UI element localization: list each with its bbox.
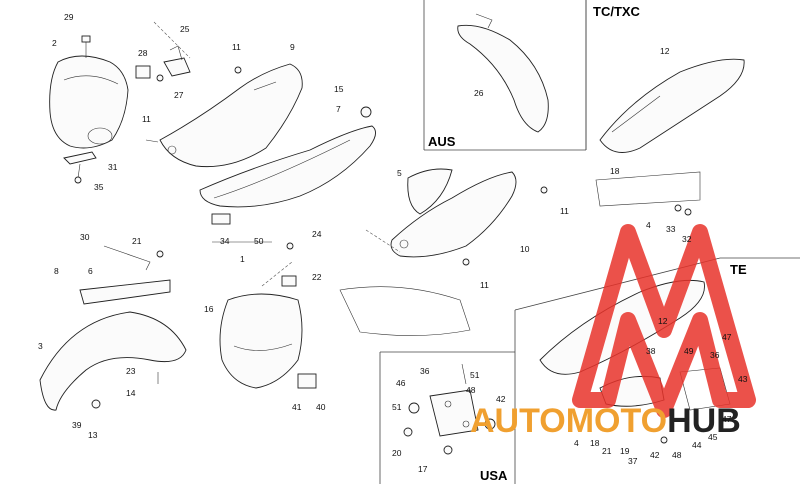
section-label-usa: USA	[480, 468, 508, 483]
callout-19: 19	[620, 446, 630, 456]
callout-7: 7	[336, 104, 341, 114]
callout-28: 28	[138, 48, 148, 58]
callout-45: 45	[708, 432, 718, 442]
callout-48: 48	[672, 450, 682, 460]
callout-2: 2	[52, 38, 57, 48]
callout-22: 22	[312, 272, 322, 282]
callout-42: 42	[650, 450, 660, 460]
callout-12: 12	[658, 316, 668, 326]
callout-14: 14	[126, 388, 136, 398]
callout-16: 16	[204, 304, 214, 314]
callout-21: 21	[132, 236, 142, 246]
callout-18: 18	[610, 166, 620, 176]
callout-11: 11	[480, 280, 489, 290]
watermark-text: AUTOMOTOHUB	[470, 402, 741, 440]
bracket-parts	[135, 21, 191, 82]
callout-8: 8	[54, 266, 59, 276]
side-panel-part	[145, 63, 303, 168]
callout-33: 33	[666, 224, 676, 234]
watermark-moto: MOTO	[566, 402, 667, 440]
callout-13: 13	[88, 430, 98, 440]
callout-29: 29	[64, 12, 74, 22]
section-frames	[379, 0, 800, 484]
callout-23: 23	[126, 366, 136, 376]
callout-15: 15	[334, 84, 344, 94]
callout-10: 10	[520, 244, 530, 254]
callout-11: 11	[560, 206, 569, 216]
callout-18: 18	[590, 438, 600, 448]
callout-42: 42	[496, 394, 506, 404]
callout-17: 17	[418, 464, 428, 474]
callout-35: 35	[94, 182, 104, 192]
callout-27: 27	[174, 90, 184, 100]
callout-12: 12	[660, 46, 670, 56]
callout-11: 11	[232, 42, 241, 52]
watermark-auto: AUTO	[470, 402, 566, 440]
front-fender-part	[39, 245, 187, 411]
callout-21: 21	[602, 446, 612, 456]
callout-9: 9	[290, 42, 295, 52]
section-label-aus: AUS	[428, 134, 456, 149]
section-label-te: TE	[730, 262, 747, 277]
callout-4: 4	[646, 220, 651, 230]
callout-39: 39	[72, 420, 82, 430]
callout-6: 6	[88, 266, 93, 276]
callout-48: 48	[466, 385, 476, 395]
front-number-plate-part	[219, 242, 317, 389]
callout-25: 25	[180, 24, 190, 34]
callout-1: 1	[240, 254, 245, 264]
callout-37: 37	[628, 456, 638, 466]
callout-46: 46	[396, 378, 406, 388]
callout-51: 51	[470, 370, 480, 380]
callout-24: 24	[312, 229, 322, 239]
tcxc-rear-fender-part	[595, 58, 745, 216]
callout-30: 30	[80, 232, 90, 242]
callout-34: 34	[220, 236, 230, 246]
callout-41: 41	[292, 402, 302, 412]
callout-38: 38	[646, 346, 656, 356]
headlight-mask-part	[49, 35, 129, 184]
callout-47: 47	[722, 332, 732, 342]
callout-26: 26	[474, 88, 484, 98]
callout-32: 32	[682, 234, 692, 244]
callout-20: 20	[392, 448, 402, 458]
callout-50: 50	[254, 236, 264, 246]
callout-36: 36	[420, 366, 430, 376]
callout-31: 31	[108, 162, 118, 172]
callout-11: 11	[142, 114, 151, 124]
callout-4: 4	[574, 438, 579, 448]
seat-part	[199, 106, 376, 243]
aus-rear-fender-part	[457, 13, 549, 133]
callout-36: 36	[710, 350, 720, 360]
callout-51: 51	[392, 402, 402, 412]
callout-43: 43	[738, 374, 748, 384]
callout-49: 49	[684, 346, 694, 356]
watermark-hub: HUB	[667, 402, 741, 440]
callout-44: 44	[692, 440, 702, 450]
usa-plate-bracket-part	[403, 363, 496, 455]
section-label-tcxc: TC/TXC	[593, 4, 641, 19]
automotohub-logo	[572, 224, 756, 418]
aus-side-panel-part	[339, 168, 548, 336]
callout-3: 3	[38, 341, 43, 351]
callout-40: 40	[316, 402, 326, 412]
callout-5: 5	[397, 168, 402, 178]
callout-47: 47	[722, 414, 732, 424]
